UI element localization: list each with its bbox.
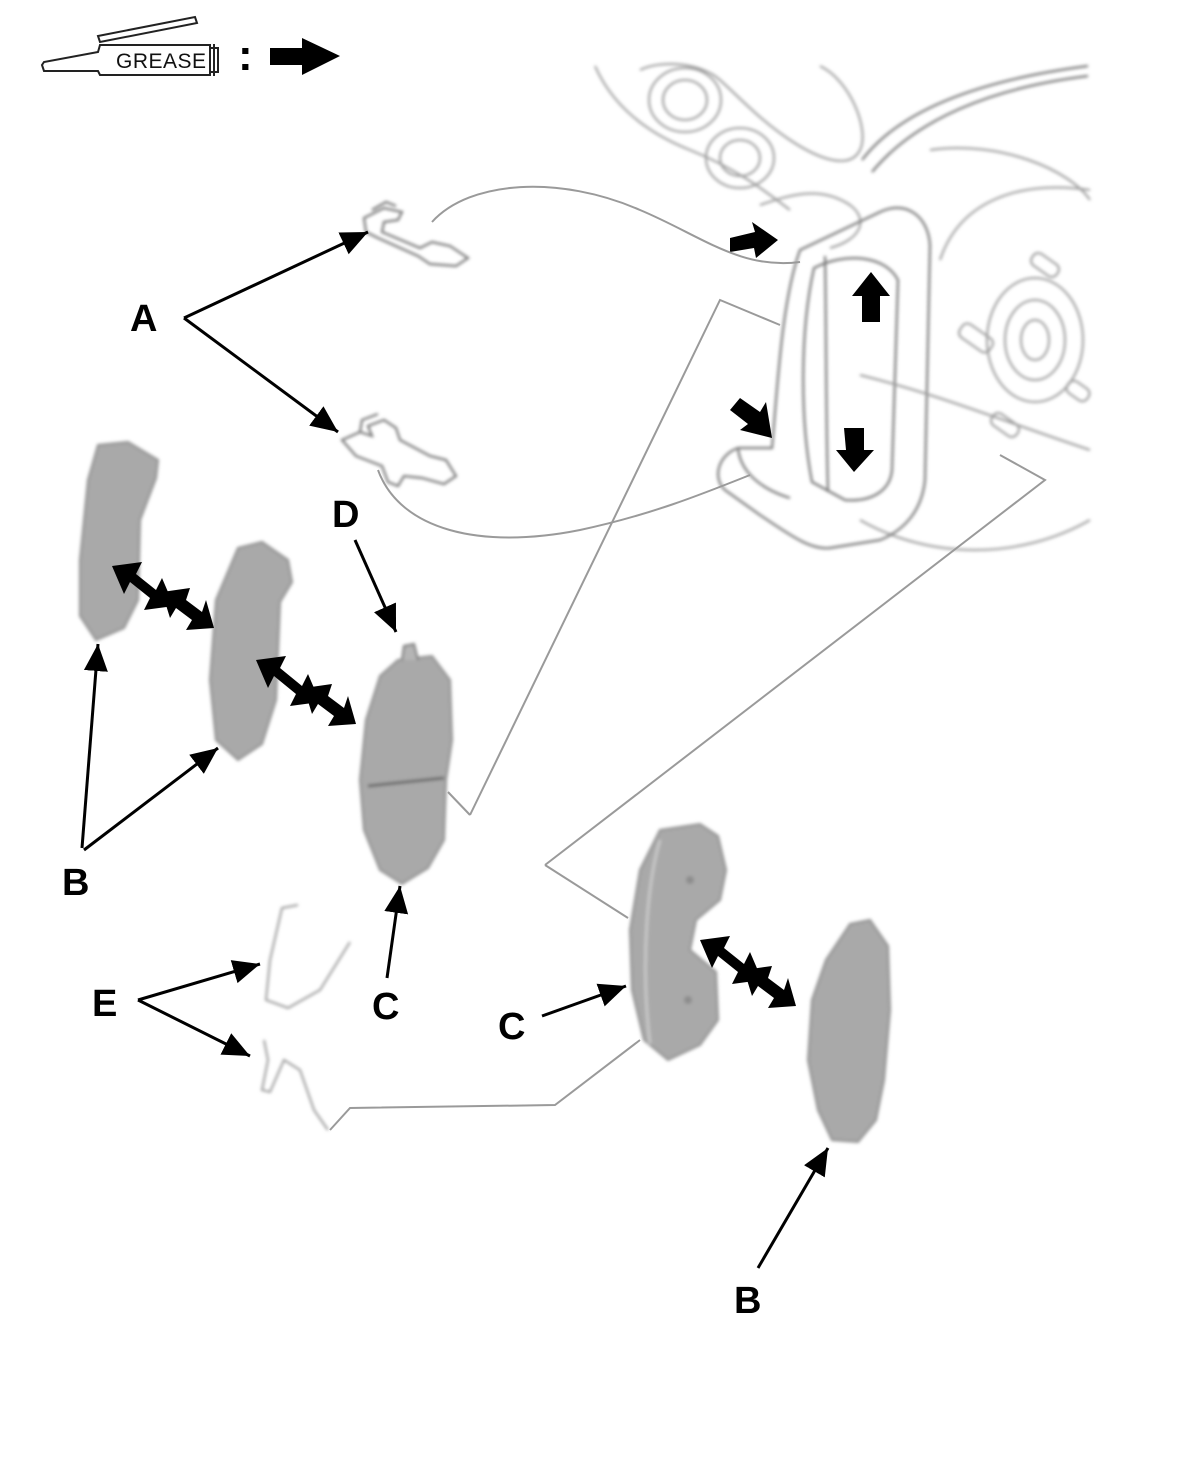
grease-arrow-icon: [852, 272, 890, 322]
outer-shim-right: [806, 918, 892, 1144]
brake-pad-right: [628, 822, 728, 1062]
callout-c-right: C: [498, 1006, 525, 1048]
callout-b-left: B: [62, 862, 89, 904]
reference-lines: [329, 185, 1047, 1131]
brake-pad-left: [358, 642, 454, 886]
leader-lines: [80, 230, 830, 1269]
grease-arrow-icon: [730, 222, 778, 258]
bracket-grease-points: [730, 222, 890, 472]
grease-arrow-icon: [112, 562, 174, 610]
callout-c-left: C: [372, 986, 399, 1028]
callout-a: A: [130, 298, 157, 340]
right-grease-arrows: [700, 936, 796, 1008]
pad-springs: [260, 904, 351, 1131]
grease-arrow-icon: [162, 588, 214, 630]
pad-retention-clips: [340, 200, 470, 488]
grease-label: GREASE: [116, 50, 207, 73]
grease-arrow-icon: [730, 398, 772, 438]
callout-b-right: B: [734, 1280, 761, 1322]
legend-separator: :: [238, 31, 253, 80]
caliper-bracket-assembly: [594, 63, 1091, 551]
callout-d: D: [332, 494, 359, 536]
callout-e: E: [92, 983, 117, 1025]
grease-arrow-icon: [744, 966, 796, 1008]
outer-shim-left: [79, 440, 160, 642]
grease-arrow-icon: [304, 684, 356, 726]
grease-arrow-icon: [256, 656, 320, 706]
grease-arrow-icon: [270, 38, 340, 75]
inner-shim-left: [208, 540, 294, 762]
grease-gun-icon: [40, 15, 219, 76]
grease-arrow-icon: [836, 428, 874, 472]
left-grease-arrows: [112, 562, 356, 726]
legend: GREASE :: [40, 15, 340, 80]
